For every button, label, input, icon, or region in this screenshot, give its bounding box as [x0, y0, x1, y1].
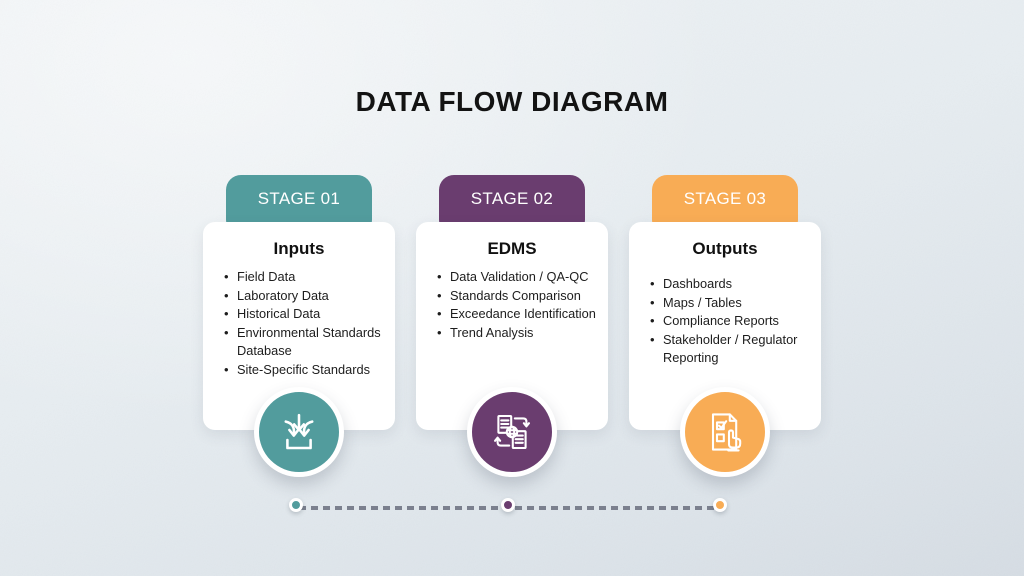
stage-3-heading: Outputs [692, 239, 758, 258]
list-item: Trend Analysis [436, 324, 596, 343]
data-exchange-icon [467, 387, 557, 477]
stage-2-heading: EDMS [487, 239, 537, 258]
timeline-dot-stage-1 [289, 498, 303, 512]
page-title: DATA FLOW DIAGRAM [355, 86, 669, 117]
list-item: Data Validation / QA-QC [436, 268, 596, 287]
stage-3-tab-label: STAGE 03 [683, 188, 767, 208]
stage-1-list: Field Data Laboratory Data Historical Da… [223, 268, 383, 380]
stage-2-tab-label: STAGE 02 [470, 188, 554, 208]
timeline-dot-stage-3 [713, 498, 727, 512]
stage-1-column: STAGE 01 Inputs Field Data Laboratory Da… [203, 175, 395, 505]
stage-3-column: STAGE 03 Outputs Dashboards Maps / Table… [629, 175, 821, 505]
list-item: Historical Data [223, 305, 383, 324]
timeline-dot-stage-2 [501, 498, 515, 512]
list-item: Exceedance Identification [436, 305, 596, 324]
list-item: Field Data [223, 268, 383, 287]
stage-3-list: Dashboards Maps / Tables Compliance Repo… [649, 275, 809, 368]
list-item: Laboratory Data [223, 287, 383, 306]
stage-2-column: STAGE 02 EDMS Data Validation / QA-QC St… [416, 175, 608, 505]
list-item: Site-Specific Standards [223, 361, 383, 380]
list-item: Dashboards [649, 275, 809, 294]
stage-1-tab-label: STAGE 01 [257, 188, 341, 208]
list-item: Stakeholder / Regulator Reporting [649, 331, 809, 368]
data-collection-icon [254, 387, 344, 477]
list-item: Environmental Standards Database [223, 324, 383, 361]
list-item: Maps / Tables [649, 294, 809, 313]
report-checklist-icon [680, 387, 770, 477]
stage-1-heading: Inputs [273, 239, 325, 258]
list-item: Standards Comparison [436, 287, 596, 306]
stage-2-list: Data Validation / QA-QC Standards Compar… [436, 268, 596, 342]
list-item: Compliance Reports [649, 312, 809, 331]
